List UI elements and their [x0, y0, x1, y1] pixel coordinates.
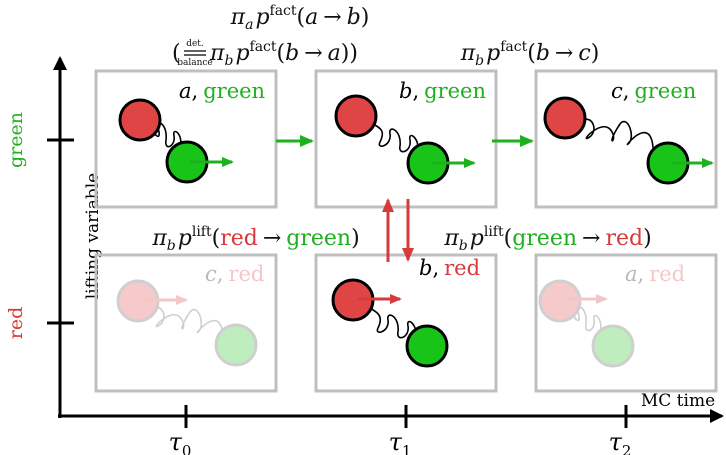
db-det: det.	[186, 39, 204, 49]
transition-label-lift-green-to-red: πbplift(green→red)	[443, 224, 651, 254]
db-balance: balance	[177, 58, 213, 68]
panel-c-red	[94, 253, 278, 393]
y-tick-label-red: red	[5, 307, 27, 340]
green-ball	[405, 324, 449, 368]
red-ball	[538, 279, 582, 323]
red-ball	[116, 279, 160, 323]
x-tick-label-t2: τ2	[609, 428, 632, 455]
panel-label-c-red: c,red	[205, 262, 264, 286]
transition-label-a-to-b: πapfact(a→b)	[230, 3, 370, 33]
panel-a-green	[94, 69, 278, 209]
dimer-c-red: c,red	[116, 262, 264, 367]
dimer-b-red: b,red	[331, 256, 480, 368]
x-tick-label-t0: τ0	[169, 428, 192, 455]
spring	[579, 118, 663, 152]
transition-arrows	[276, 135, 534, 262]
panel-label-a-red: a,red	[625, 262, 685, 286]
dimer-a-red: a,red	[538, 262, 685, 368]
green-ball	[214, 323, 258, 367]
dimer-b-green: b,green	[334, 79, 486, 185]
panel-c-green	[534, 69, 718, 209]
red-ball	[118, 98, 162, 142]
transition-label-b-to-c: πbpfact(b→c)	[460, 39, 600, 69]
db-rest: πbpfact(b→a))	[209, 39, 358, 69]
panel-label-b-green: b,green	[399, 79, 486, 103]
panel-label-c-green: c,green	[611, 79, 696, 103]
db-open-paren: (	[172, 41, 181, 66]
detailed-balance-label: ( det. balance πbpfact(b→a))	[172, 39, 358, 69]
spring	[569, 305, 608, 340]
panel-label-a-green: a,green	[179, 79, 265, 103]
dimer-c-green: c,green	[543, 79, 714, 185]
red-ball	[543, 96, 587, 140]
red-ball	[334, 94, 378, 138]
spring	[149, 306, 231, 340]
y-axis-label: lifting variable	[83, 173, 103, 300]
dimer-a-green: a,green	[118, 79, 265, 184]
panel-label-b-red: b,red	[419, 256, 480, 280]
spring	[365, 305, 417, 339]
axes: MC time lifting variable green red τ0 τ1…	[5, 56, 724, 455]
y-tick-label-green: green	[5, 112, 27, 168]
x-tick-label-t1: τ1	[389, 428, 412, 455]
x-axis-label: MC time	[641, 391, 715, 411]
green-ball	[591, 324, 635, 368]
panel-b-green	[314, 69, 498, 209]
spring	[369, 121, 419, 153]
transition-label-lift-red-to-green: πbplift(red→green)	[151, 224, 359, 254]
panels	[94, 69, 718, 393]
panel-a-red	[534, 253, 718, 393]
